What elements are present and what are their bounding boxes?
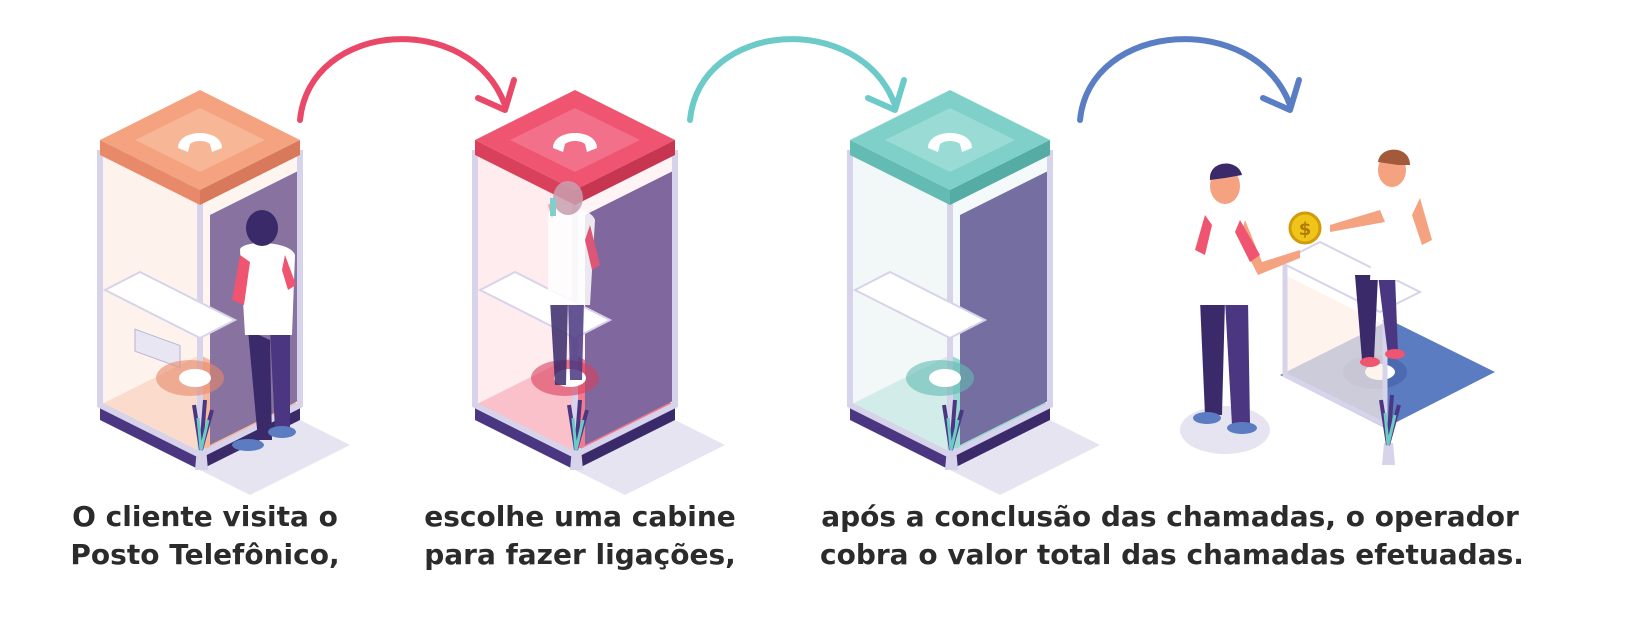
plant-icon (192, 399, 214, 470)
plant-icon (567, 399, 589, 470)
phone-booth-2 (472, 90, 725, 495)
customer-on-phone-figure (548, 181, 600, 385)
plant-icon (1379, 394, 1401, 465)
payment-scene: $ (1180, 149, 1495, 465)
step-3-caption: após a conclusão das chamadas, o operado… (820, 498, 1524, 574)
operator-figure (1330, 149, 1432, 367)
step-2-line-1: escolhe uma cabine (424, 500, 736, 533)
step-3-line-2: cobra o valor total das chamadas efetuad… (820, 538, 1524, 571)
step-1-line-1: O cliente visita o (72, 500, 338, 533)
svg-text:$: $ (1299, 219, 1312, 240)
step-1-caption: O cliente visita o Posto Telefônico, (40, 498, 370, 574)
step-2-caption: escolhe uma cabine para fazer ligações, (415, 498, 745, 574)
arrow-icon-2 (687, 36, 907, 123)
arrow-icon-1 (297, 36, 517, 123)
phone-icon (178, 133, 222, 152)
plant-icon (942, 399, 964, 470)
phone-booth-3 (847, 90, 1100, 495)
phone-icon (553, 133, 597, 152)
paying-customer-figure (1180, 163, 1300, 454)
step-1-line-2: Posto Telefônico, (70, 538, 340, 571)
step-2-line-2: para fazer ligações, (424, 538, 736, 571)
phone-icon (928, 133, 972, 152)
customer-figure (232, 210, 296, 451)
phone-booth-1 (97, 90, 350, 495)
coin-icon: $ (1288, 211, 1322, 245)
arrow-icon-3 (1077, 36, 1302, 123)
step-3-line-1: após a conclusão das chamadas, o operado… (821, 500, 1519, 533)
